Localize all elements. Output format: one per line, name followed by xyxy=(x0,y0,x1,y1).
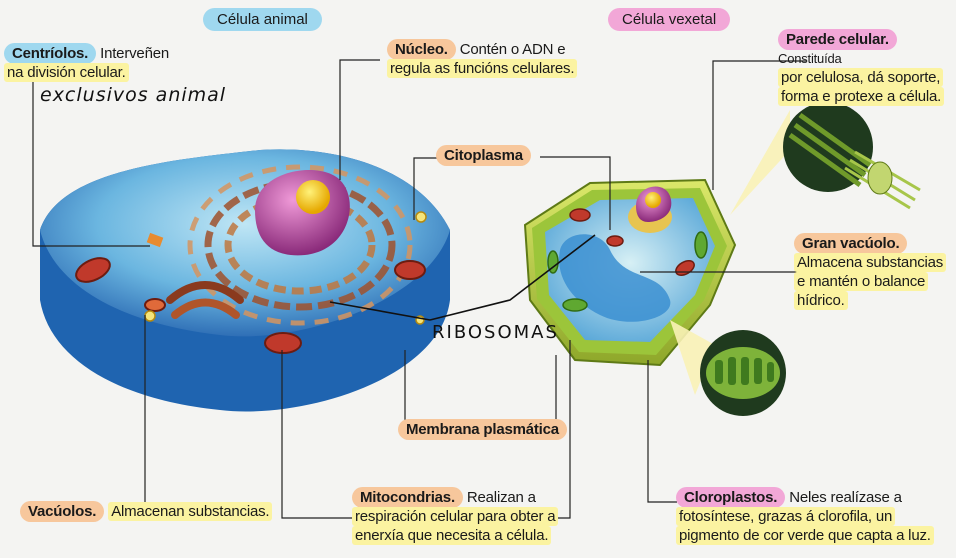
vacuolos-term: Vacúolos. xyxy=(20,501,104,522)
cloroplastos-line2: fotosíntese, grazas á clorofila, un xyxy=(676,507,895,526)
gran-vacuolo-line1: Almacena substancias xyxy=(794,253,946,272)
label-citoplasma: Citoplasma xyxy=(436,146,531,165)
mitocondrias-line3: enerxía que necesita a célula. xyxy=(352,526,551,545)
centriolos-line2: na división celular. xyxy=(4,63,129,82)
label-vacuolos: Vacúolos. Almacenan substancias. xyxy=(20,502,280,521)
cloroplastos-line3: pigmento de cor verde que capta a luz. xyxy=(676,526,934,545)
mitocondrias-line1: Realizan a xyxy=(467,489,536,506)
nucleo-term: Núcleo. xyxy=(387,39,456,60)
membrana-term: Membrana plasmática xyxy=(398,419,567,440)
cloroplastos-term: Cloroplastos. xyxy=(676,487,785,508)
chloroplast-zoom xyxy=(670,320,786,416)
vacuolos-text: Almacenan substancias. xyxy=(108,502,272,521)
label-nucleo: Núcleo. Contén o ADN e regula as función… xyxy=(387,40,587,78)
label-gran-vacuolo: Gran vacúolo. Almacena substancias e man… xyxy=(794,234,954,310)
cloroplastos-line1: Neles realízase a xyxy=(789,489,902,506)
gran-vacuolo-line3: hídrico. xyxy=(794,291,848,310)
nucleo-line1: Contén o ADN e xyxy=(460,41,566,58)
gran-vacuolo-line2: e mantén o balance xyxy=(794,272,928,291)
label-cloroplastos: Cloroplastos. Neles realízase a fotosínt… xyxy=(676,488,954,545)
label-centriolos: Centríolos. Interveñen na división celul… xyxy=(4,44,184,82)
handwritten-note-ribosomas: RIBOSOMAS xyxy=(432,322,559,343)
label-membrana-plasmatica: Membrana plasmática xyxy=(398,420,567,439)
centriolos-term: Centríolos. xyxy=(4,43,96,64)
parede-line2: por celulosa, dá soporte, xyxy=(778,68,943,87)
centriolos-line1: Interveñen xyxy=(100,45,169,62)
parede-term: Parede celular. xyxy=(778,29,897,50)
label-mitocondrias: Mitocondrias. Realizan a respiración cel… xyxy=(352,488,572,545)
title-animal-cell: Célula animal xyxy=(203,8,322,31)
label-parede-celular: Parede celular. Constituída por celulosa… xyxy=(778,30,956,106)
animal-cell xyxy=(40,149,450,411)
nucleo-line2: regula as funcións celulares. xyxy=(387,59,577,78)
parede-line3: forma e protexe a célula. xyxy=(778,87,944,106)
parede-line1: Constituída xyxy=(778,51,842,66)
mitocondrias-term: Mitocondrias. xyxy=(352,487,463,508)
mitocondrias-line2: respiración celular para obter a xyxy=(352,507,558,526)
title-plant-cell: Célula vexetal xyxy=(608,8,730,31)
cell-wall-zoom xyxy=(730,102,920,215)
citoplasma-term: Citoplasma xyxy=(436,145,531,166)
handwritten-note-exclusive: exclusivos animal xyxy=(40,84,250,106)
gran-vacuolo-term: Gran vacúolo. xyxy=(794,233,907,254)
